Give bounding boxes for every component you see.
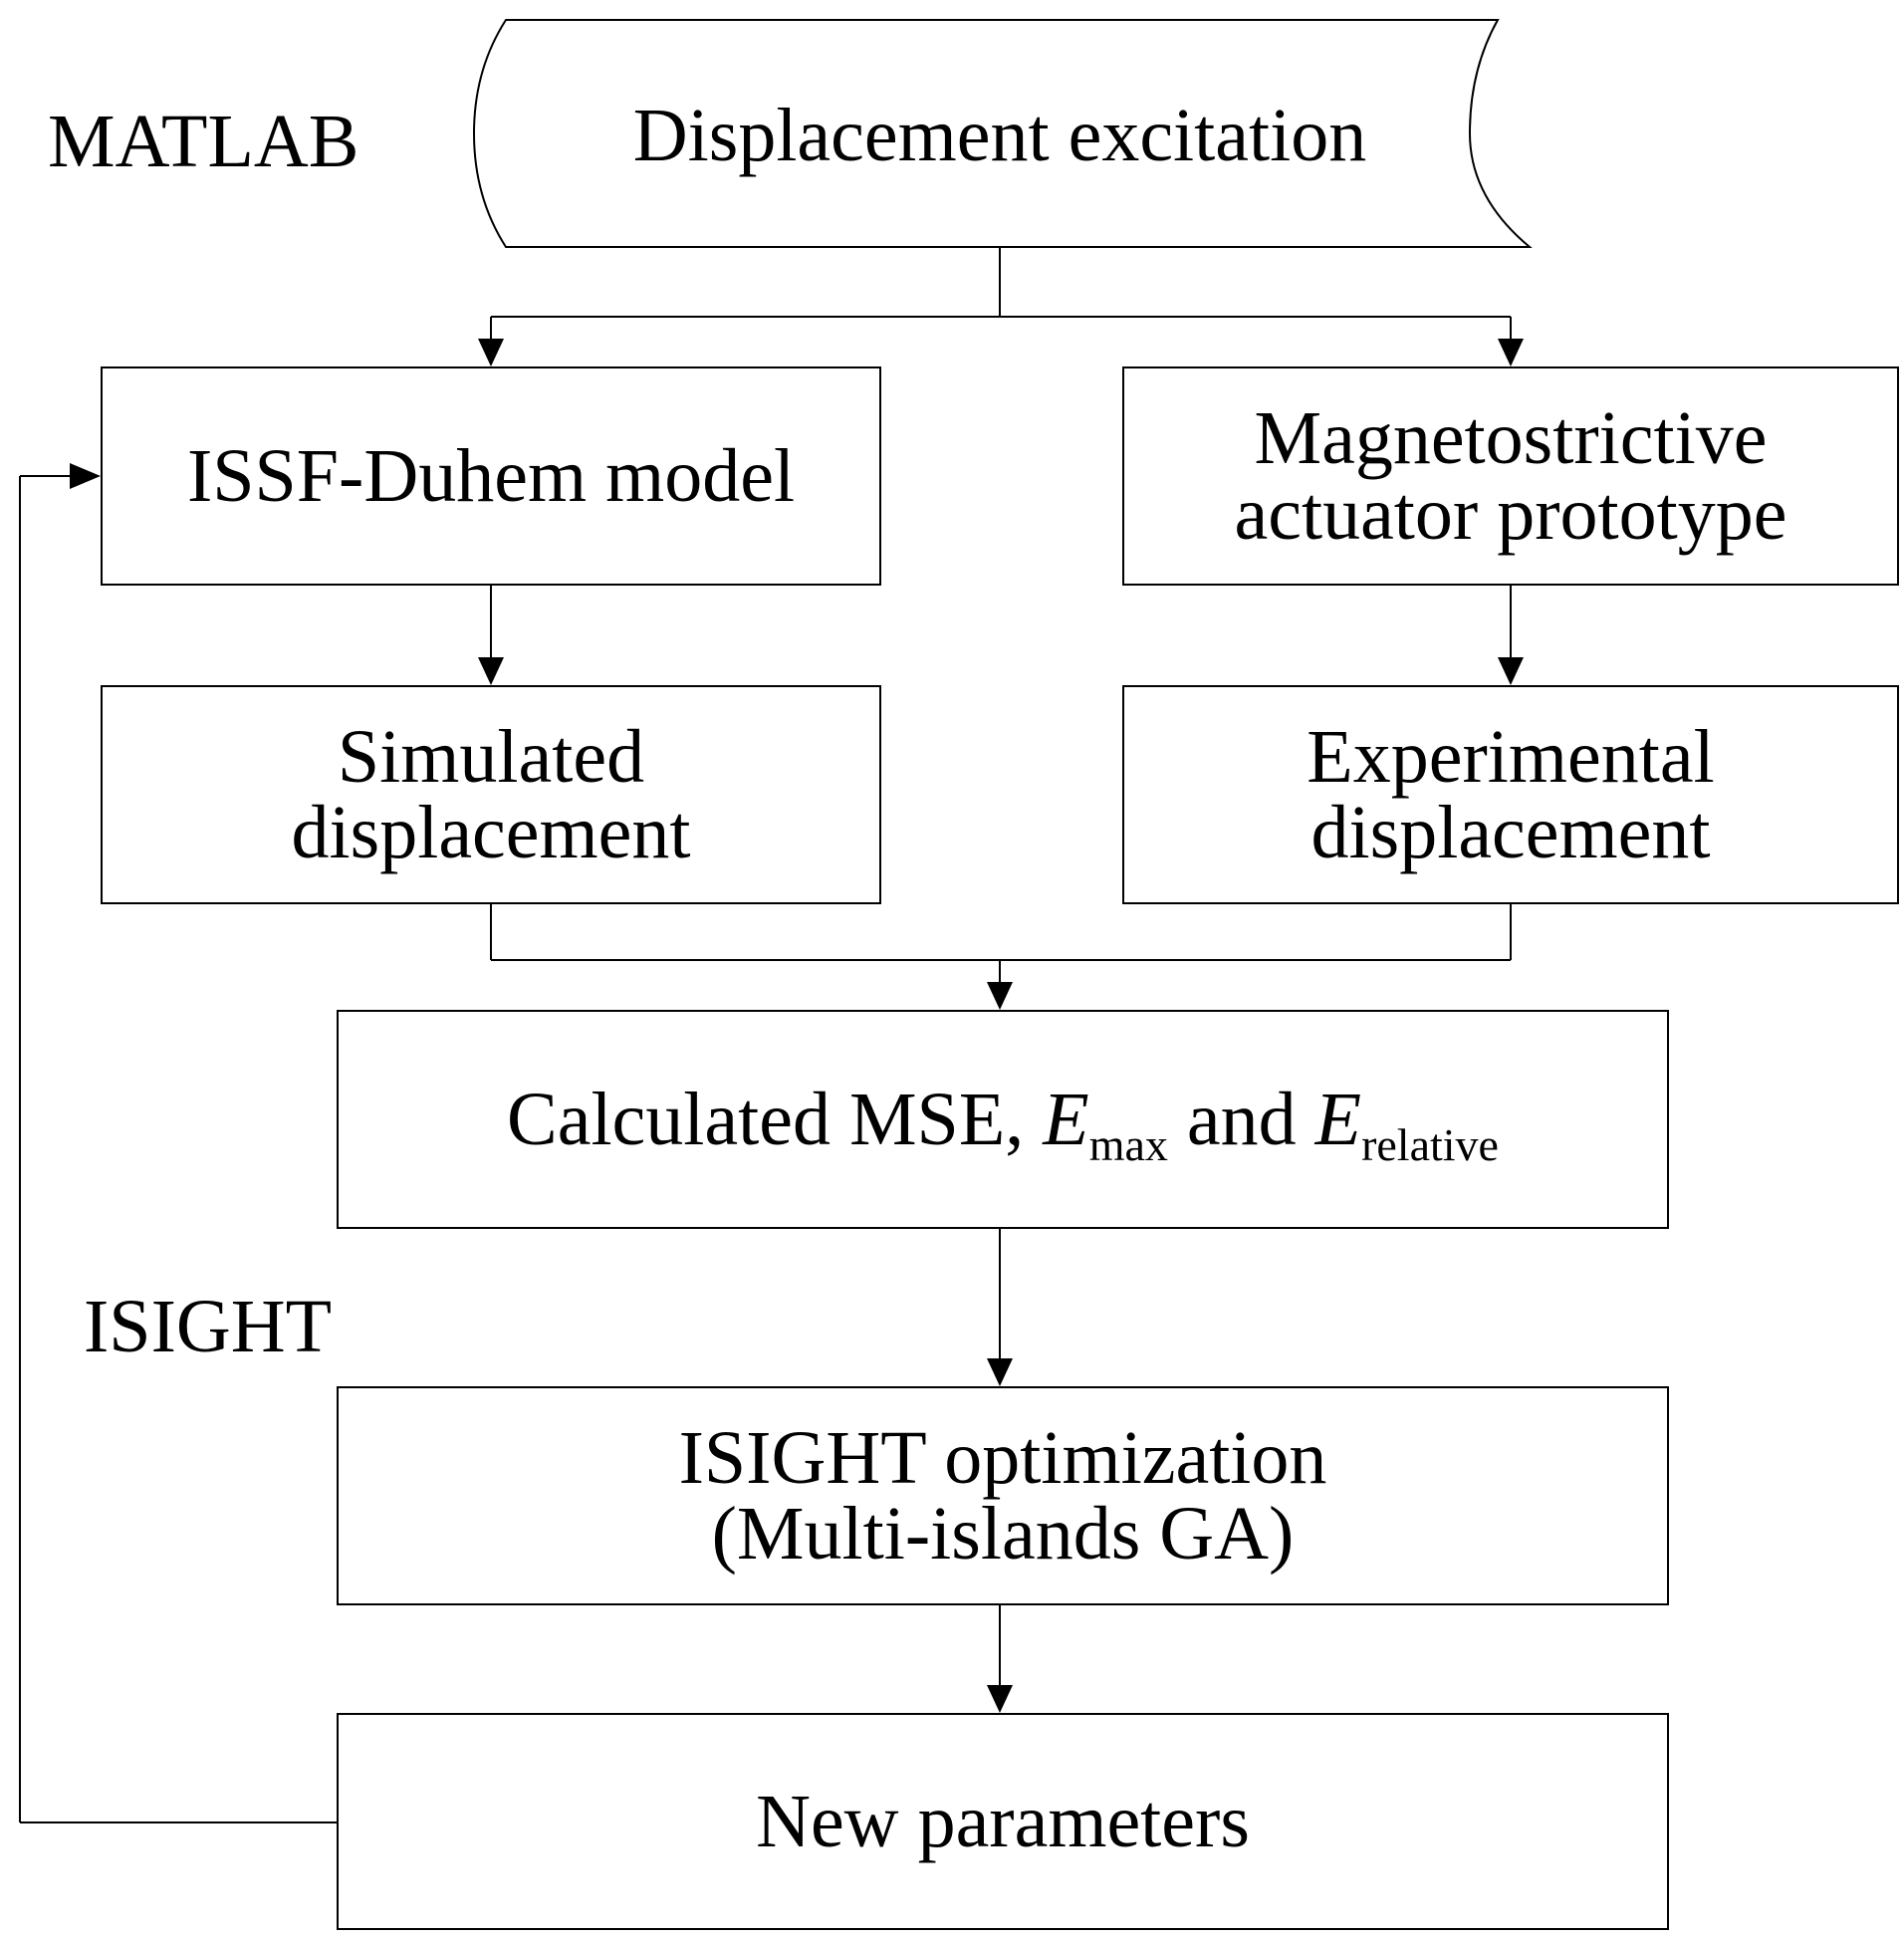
node-prototype-line-2: actuator prototype (1234, 472, 1787, 556)
arrowhead-experimental (1498, 657, 1524, 685)
node-experimental-line-1: Experimental (1307, 715, 1715, 799)
arrowhead-calculated (987, 982, 1013, 1010)
node-optimization-line-2: (Multi-islands GA) (711, 1492, 1295, 1576)
label-matlab: MATLAB (48, 100, 359, 183)
node-optimization-line-1: ISIGHT optimization (678, 1416, 1327, 1500)
calculated-e-relative-symbol: E (1314, 1078, 1362, 1161)
terminal-shape (472, 19, 1533, 248)
node-simulated-displacement: Simulated displacement (101, 685, 881, 904)
node-simulated-line-1: Simulated (337, 715, 645, 799)
arrowhead-simulated (478, 657, 504, 685)
node-isight-optimization: ISIGHT optimization (Multi-islands GA) (337, 1386, 1669, 1605)
label-isight: ISIGHT (84, 1285, 333, 1368)
calculated-prefix: Calculated MSE, (507, 1078, 1044, 1161)
arrowhead-feedback (70, 463, 101, 489)
node-new-parameters-label: New parameters (756, 1780, 1250, 1863)
node-displacement-excitation: Displacement excitation (632, 94, 1367, 177)
node-calculated-label: Calculated MSE, Emax and Erelative (507, 1082, 1499, 1168)
node-new-parameters: New parameters (337, 1713, 1669, 1930)
calculated-e-max-symbol: E (1043, 1078, 1089, 1161)
calculated-and: and (1167, 1078, 1315, 1161)
arrowhead-model (478, 339, 504, 366)
arrowhead-prototype (1498, 339, 1524, 366)
calculated-e-relative-subscript: relative (1361, 1119, 1499, 1170)
node-model-label: ISSF-Duhem model (186, 434, 796, 518)
node-prototype-line-1: Magnetostrictive (1254, 396, 1768, 480)
calculated-e-max-subscript: max (1088, 1119, 1168, 1170)
arrowhead-new-params (987, 1685, 1013, 1713)
node-experimental-displacement: Experimental displacement (1122, 685, 1899, 904)
node-issf-duhem-model: ISSF-Duhem model (101, 366, 881, 586)
node-experimental-line-2: displacement (1310, 791, 1711, 874)
node-calculated-metrics: Calculated MSE, Emax and Erelative (337, 1010, 1669, 1229)
node-actuator-prototype: Magnetostrictive actuator prototype (1122, 366, 1899, 586)
node-simulated-line-2: displacement (291, 791, 691, 874)
arrowhead-optimization (987, 1358, 1013, 1386)
